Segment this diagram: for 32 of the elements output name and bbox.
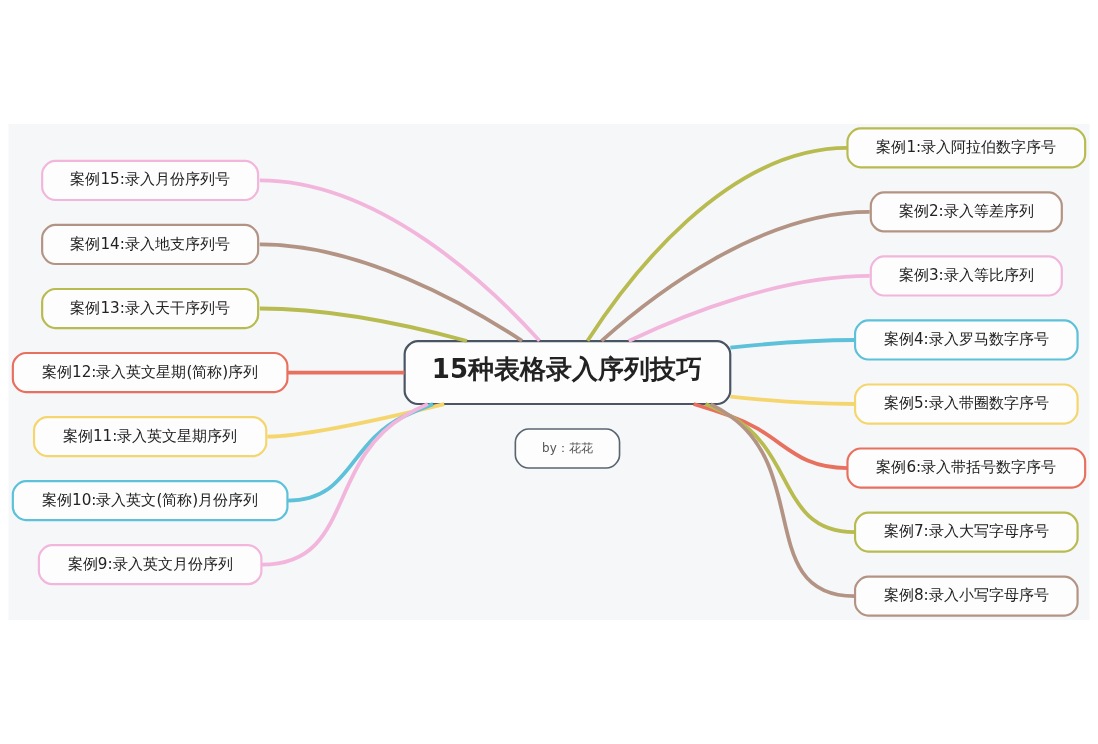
connector [704, 402, 855, 534]
connector [709, 402, 855, 598]
node-box: 案例12:录入英文星期(简称)序列 [11, 351, 289, 394]
node-box: 案例3:录入等比序列 [869, 255, 1063, 297]
node-box: 案例10:录入英文(简称)月份序列 [11, 480, 289, 522]
connector [259, 178, 541, 343]
node-box: by：花花 [514, 428, 621, 469]
connector [259, 242, 524, 343]
node-box: 案例9:录入英文月份序列 [37, 544, 263, 586]
connector [287, 402, 434, 503]
node-box: 案例1:录入阿拉伯数字序号 [846, 127, 1087, 169]
node-box: 案例5:录入带圈数字序号 [854, 383, 1079, 425]
node-box: 案例2:录入等差序列 [869, 191, 1063, 233]
connector [259, 306, 468, 343]
connector [627, 274, 870, 343]
connector [585, 146, 848, 342]
connector [287, 370, 405, 375]
connector [600, 210, 870, 343]
connector [261, 402, 429, 567]
node-box: 案例4:录入罗马数字序号 [854, 319, 1079, 361]
connector [730, 394, 855, 406]
node-box: 案例13:录入天干序列号 [41, 287, 260, 330]
node-box: 案例6:录入带括号数字序号 [846, 447, 1087, 489]
node-box: 15种表格录入序列技巧 [403, 340, 732, 406]
node-box: 案例7:录入大写字母序号 [854, 511, 1079, 553]
node-box: 案例8:录入小写字母序号 [854, 575, 1079, 617]
node-box: 案例14:录入地支序列号 [41, 223, 260, 266]
node-box: 案例15:录入月份序列号 [41, 159, 260, 202]
connector [693, 402, 848, 470]
node-box: 案例11:录入英文星期序列 [32, 415, 268, 458]
connector [267, 402, 445, 439]
connector [730, 338, 855, 350]
